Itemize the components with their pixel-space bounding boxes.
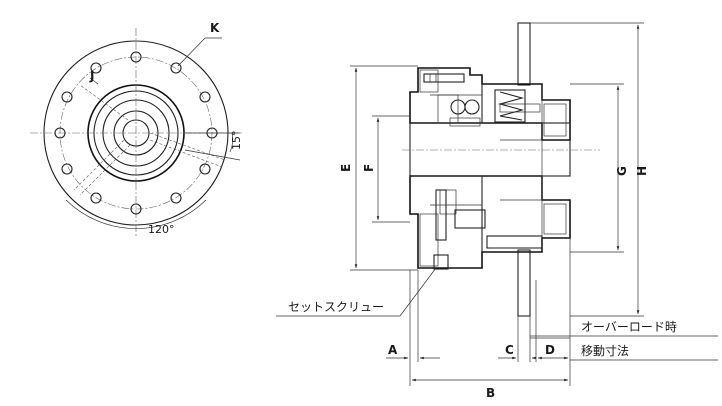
shaft-bore xyxy=(409,122,571,177)
label-E: E xyxy=(339,164,353,172)
label-G: G xyxy=(615,166,629,176)
label-J: J xyxy=(89,69,94,83)
ball-2 xyxy=(464,99,480,115)
overload-label: オーバーロード時 xyxy=(581,320,677,334)
front-hidden-lines xyxy=(73,84,226,196)
label-C: C xyxy=(505,343,514,357)
label-D: D xyxy=(545,343,555,357)
label-A: A xyxy=(388,343,398,357)
bottom-plate xyxy=(517,249,531,317)
front-bolt-holes xyxy=(54,51,218,215)
angle-15-label: 15° xyxy=(230,131,243,151)
label-K: K xyxy=(210,21,220,35)
angle-120-label: 120° xyxy=(148,223,175,236)
front-view: 15° 120° K J xyxy=(30,21,243,238)
section-view xyxy=(402,22,600,317)
label-H: H xyxy=(635,166,649,176)
set-screw-label: セットスクリュー xyxy=(288,300,384,314)
hub-lower xyxy=(409,175,571,269)
dimensions: E F G H A B C D xyxy=(339,22,718,400)
spring xyxy=(494,89,526,123)
travel-label: 移動寸法 xyxy=(581,344,629,358)
label-B: B xyxy=(486,386,495,400)
callouts: セットスクリュー オーバーロード時 移動寸法 xyxy=(276,267,677,358)
top-bracket xyxy=(517,22,531,86)
label-F: F xyxy=(362,164,376,172)
